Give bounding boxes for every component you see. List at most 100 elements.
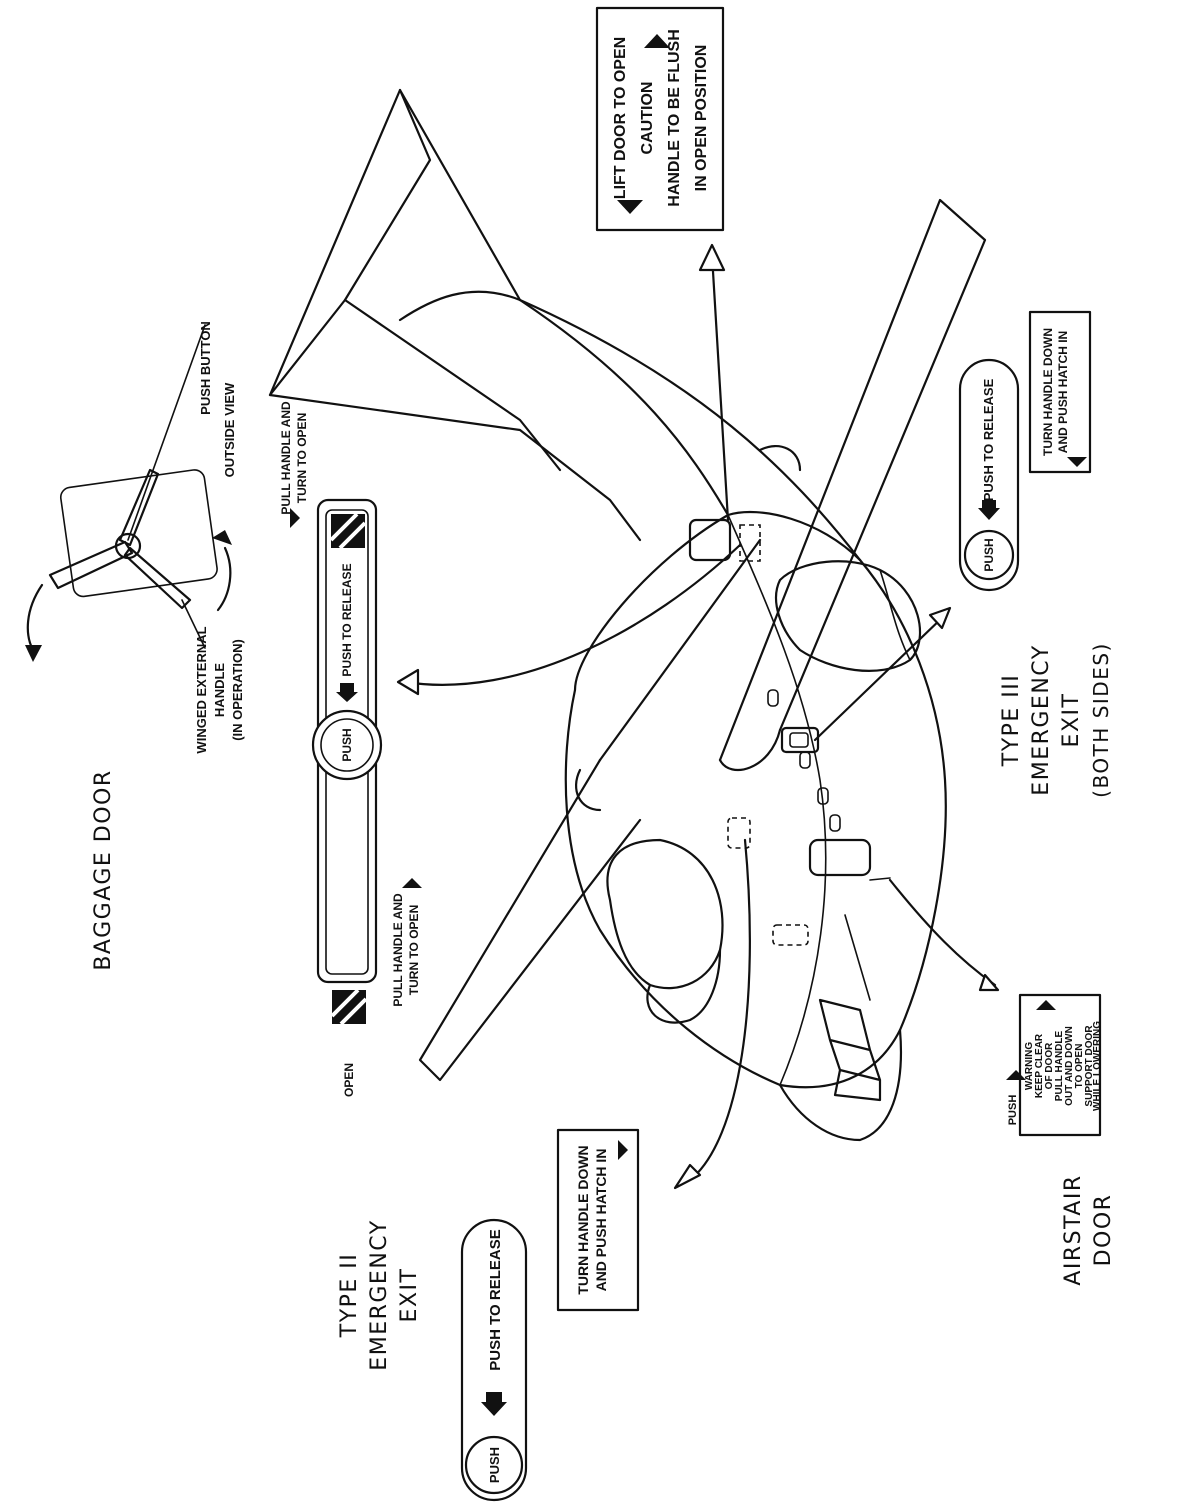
rotate-arrow-right xyxy=(216,546,232,612)
type3-title-1: TYPE III xyxy=(999,674,1024,768)
type2-title-2: EMERGENCY xyxy=(367,1219,392,1370)
arrow-lift-door xyxy=(710,253,730,522)
pull-handle-lower-2: TURN TO OPEN xyxy=(407,905,421,995)
vertical-stabilizer xyxy=(343,88,562,472)
lift-door-line-3: HANDLE TO BE FLUSH xyxy=(666,29,683,206)
type3-title-2: EMERGENCY xyxy=(1029,644,1054,795)
type3-title-3: EXIT xyxy=(1059,693,1084,748)
type2-push-badge: PUSH xyxy=(487,1447,502,1483)
type3-push-badge: PUSH xyxy=(982,538,996,571)
window xyxy=(799,751,811,769)
airstair-warning-8: WHILE LOWERING xyxy=(1092,1021,1103,1111)
push-button-leader xyxy=(127,324,206,541)
arrow-type3 xyxy=(813,613,947,742)
outside-view-label: OUTSIDE VIEW xyxy=(222,382,237,477)
fuselage xyxy=(564,510,947,1089)
type3-release-handle xyxy=(958,358,1020,592)
type3-push-to-release: PUSH TO RELEASE xyxy=(981,378,996,501)
open-label: OPEN xyxy=(342,1063,356,1097)
push-button xyxy=(114,532,142,560)
pull-handle-upper-2: TURN TO OPEN xyxy=(295,413,309,503)
left-engine xyxy=(606,838,724,990)
type2-placard xyxy=(556,1128,640,1312)
winged-handle-leader xyxy=(181,599,206,649)
type2-placard-arrow xyxy=(618,1140,628,1160)
type3-placard-line-2: AND PUSH HATCH IN xyxy=(1056,331,1070,453)
arrow-baggage-open xyxy=(403,543,742,686)
lift-door-line-1: LIFT DOOR TO OPEN xyxy=(612,37,629,199)
hatch-open-indicator xyxy=(331,514,365,548)
type2-title-1: TYPE II xyxy=(337,1253,362,1339)
airstair-push-label: PUSH xyxy=(1007,1095,1019,1126)
winged-handle-label-3: (IN OPERATION) xyxy=(230,639,245,741)
airstair-title-1: AIRSTAIR xyxy=(1061,1174,1086,1285)
airstair-door xyxy=(808,838,872,877)
type3-push-circle xyxy=(963,529,1015,581)
lift-door-line-2: CAUTION xyxy=(639,82,656,155)
type2-title-3: EXIT xyxy=(397,1268,422,1323)
type2-exit-hatch xyxy=(727,817,751,849)
open-indicator xyxy=(332,990,366,1024)
pull-handle-upper-1: PULL HANDLE AND xyxy=(279,401,293,515)
horizontal-stabilizer xyxy=(268,298,642,542)
winged-handle-left xyxy=(48,540,134,590)
winged-handle-label-2: HANDLE xyxy=(212,663,227,717)
handle-arrow-icon xyxy=(336,683,358,702)
type3-placard-arrow xyxy=(1067,457,1087,467)
type2-placard-line-1: TURN HANDLE DOWN xyxy=(575,1145,591,1294)
airstair-warning-1: WARNING xyxy=(1024,1042,1035,1091)
airstair-warning-2: KEEP CLEAR xyxy=(1034,1033,1045,1098)
handle-push-badge: PUSH xyxy=(340,728,354,761)
winged-handle-label-1: WINGED EXTERNAL xyxy=(194,626,209,753)
airstair-warning-arrow xyxy=(1036,1000,1056,1010)
arrow-airstair xyxy=(888,878,997,987)
window xyxy=(767,689,779,707)
airstair-warning-6: TO OPEN xyxy=(1074,1044,1085,1089)
airstair-warning-3: OF DOOR xyxy=(1044,1042,1055,1089)
airstair-title-2: DOOR xyxy=(1091,1194,1116,1267)
airstair-steps xyxy=(818,998,882,1102)
airstair-warning-7: SUPPORT DOOR xyxy=(1084,1025,1095,1107)
window xyxy=(817,787,829,805)
lift-door-line-4: IN OPEN POSITION xyxy=(693,45,710,192)
pull-handle-lower-arrow xyxy=(402,878,422,888)
type3-placard-line-1: TURN HANDLE DOWN xyxy=(1041,328,1055,456)
push-circle xyxy=(311,709,383,781)
airstair-warning-5: OUT AND DOWN xyxy=(1064,1026,1075,1106)
winged-handle-top xyxy=(118,468,160,547)
type2-push-to-release: PUSH TO RELEASE xyxy=(487,1229,504,1370)
baggage-door-title: BAGGAGE DOOR xyxy=(91,769,116,970)
lift-door-arrow-2 xyxy=(644,34,670,48)
left-wing xyxy=(418,758,642,1082)
window xyxy=(829,814,841,832)
pull-handle-lower-1: PULL HANDLE AND xyxy=(391,893,405,1007)
winged-handle-right xyxy=(123,546,192,610)
arrow-type2 xyxy=(688,838,751,1182)
baggage-door-handle-detail xyxy=(25,324,232,662)
aircraft-illustration xyxy=(268,88,987,1142)
push-button-label: PUSH BUTTON xyxy=(198,321,213,415)
type3-placard xyxy=(1028,310,1092,474)
callout-arrows xyxy=(396,243,1000,1190)
handle-push-to-release: PUSH TO RELEASE xyxy=(340,563,354,676)
type3-arrow-icon xyxy=(978,500,1000,520)
left-spinner xyxy=(646,948,722,1024)
lift-door-arrow-1 xyxy=(617,200,643,214)
type2-push-circle xyxy=(464,1435,524,1495)
airstair-warning-placard xyxy=(1018,993,1102,1137)
rotate-arrow-left xyxy=(26,583,44,652)
baggage-door xyxy=(688,518,732,562)
right-wing xyxy=(718,198,987,762)
type2-placard-line-2: AND PUSH HATCH IN xyxy=(593,1149,609,1292)
flush-handle-placard xyxy=(311,498,383,1026)
airstair-push-arrow xyxy=(1006,1070,1026,1080)
nose xyxy=(778,1028,902,1142)
type2-release-handle xyxy=(460,1218,528,1502)
type3-title-4: (BOTH SIDES) xyxy=(1089,642,1113,798)
airstair-warning-4: PULL HANDLE xyxy=(1054,1030,1065,1101)
type2-arrow-icon xyxy=(481,1392,507,1416)
tail-cone xyxy=(398,290,730,517)
type3-exit-hatch xyxy=(780,726,820,754)
pull-handle-upper-arrow xyxy=(290,508,300,528)
